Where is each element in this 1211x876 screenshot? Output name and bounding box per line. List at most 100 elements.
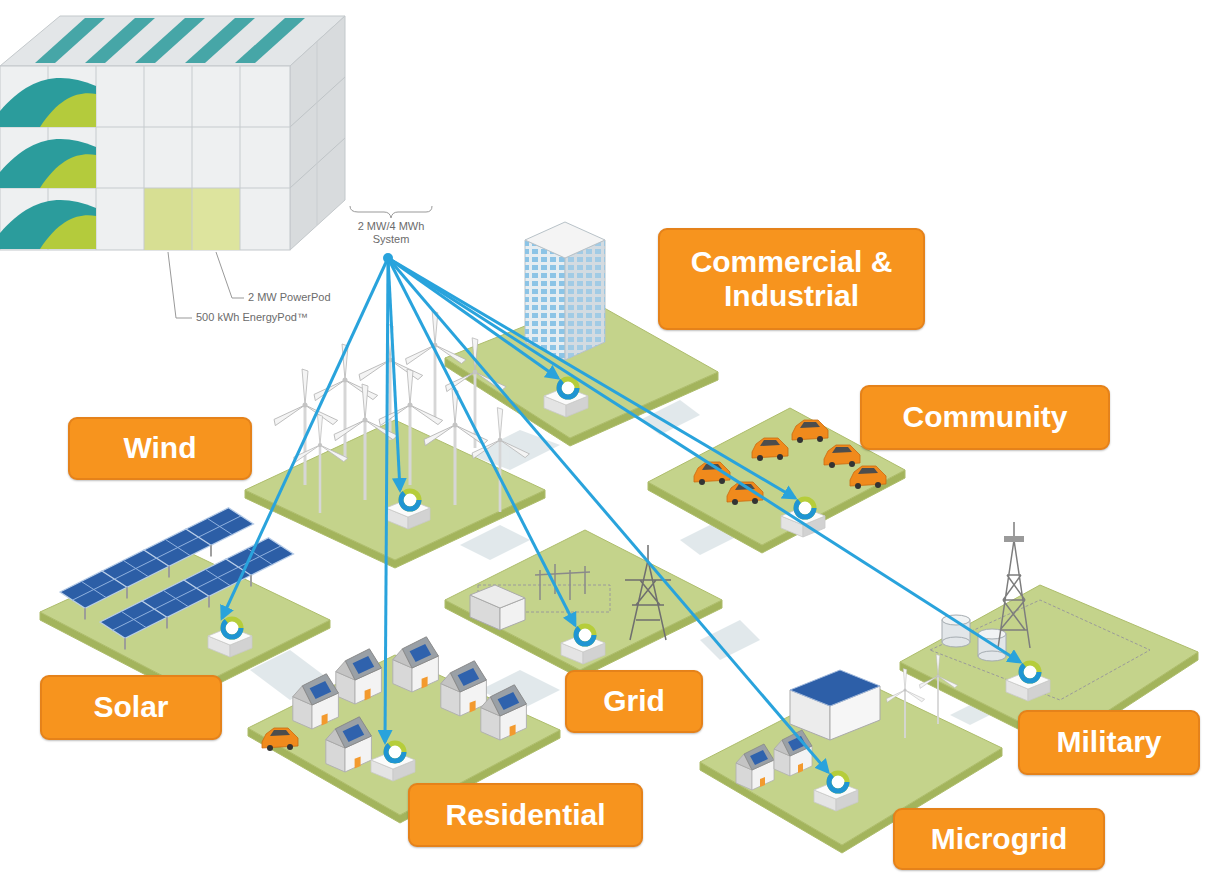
distribution-arrow [385,258,388,742]
office-building [565,240,605,360]
ground-path [700,620,760,660]
wind-farm [422,389,487,505]
substation [535,572,590,575]
sector-label-box: Wind [68,417,252,480]
part-label: 2 MW/4 MWh System [349,220,433,246]
microgrid-site [790,670,880,706]
container-stack [0,16,345,66]
solar-array [226,538,294,587]
container-stack [144,188,192,250]
container-stack [144,66,145,250]
battery-icons [1006,663,1050,701]
ground-tile [40,548,330,690]
military-base [998,522,1030,648]
substation [569,570,571,600]
houses [293,674,339,729]
substation [584,566,586,594]
container-swoosh [0,78,96,127]
military-base [978,651,1006,661]
houses [326,717,372,772]
substation [470,545,671,640]
sector-label: Community [903,400,1068,435]
solar-array [186,508,254,557]
substation [625,545,671,640]
military-base [942,637,970,647]
distribution-arrow [388,258,828,772]
sector-label-box: Military [1018,710,1200,775]
container-stack [235,18,305,63]
container-stack [0,66,290,250]
part-label: 500 kWh EnergyPod™ [196,311,308,324]
houses [262,728,298,751]
sector-label-box: Grid [565,670,703,733]
parking-cars [792,420,828,443]
container-stack [0,66,290,250]
container-swoosh [40,154,96,188]
microgrid-site [885,668,924,738]
sector-label: Microgrid [931,822,1068,857]
container-stack [317,41,318,225]
office-building [525,222,605,258]
office-building [525,222,605,360]
solar-array [60,508,294,650]
container-stack [0,16,345,250]
container-stack [240,66,241,250]
wind-farm [471,408,530,512]
houses [481,685,527,740]
sector-label: Residential [445,798,605,833]
sector-label: Commercial & Industrial [672,245,911,314]
houses [336,649,382,704]
battery-icons [781,499,825,537]
distribution-arrow [222,258,1020,772]
battery-icons [544,379,588,417]
sector-label-box: Residential [408,783,643,847]
container-swoosh [40,93,96,127]
battery-icons [561,626,605,664]
container-swoosh [0,78,96,249]
container-stack [192,188,240,250]
battery-icons [208,619,252,657]
houses [393,637,439,692]
office-building [565,240,605,360]
battery-icons [814,773,858,811]
container-swoosh [0,200,96,249]
container-stack [290,16,345,250]
microgrid-site [736,744,774,790]
substation [535,564,590,600]
parking-cars [694,420,886,505]
military-base [1004,536,1024,542]
military-base [930,522,1150,700]
sector-label: Grid [603,684,665,719]
battery-icons [386,491,430,529]
wind-farm [357,324,422,440]
leader-line [216,252,244,298]
sector-label: Wind [123,431,196,466]
parking-cars [824,445,860,468]
substation [470,585,525,608]
microgrid-site [918,654,957,724]
container-stack [35,18,305,63]
source-dot [383,253,393,263]
container-stack [192,66,193,250]
sector-label: Solar [93,690,168,725]
parking-cars [752,438,788,461]
sector-label-box: Solar [40,675,222,740]
parking-cars [850,466,886,489]
sector-label-box: Community [860,385,1110,450]
sector-label-box: Microgrid [893,808,1105,870]
microgrid-site [736,654,958,790]
military-base [930,600,1150,700]
container-swoosh [40,215,96,249]
microgrid-site [774,730,812,776]
wind-farm [292,414,348,513]
distribution-arrow [388,258,400,490]
sector-label: Military [1056,725,1161,760]
battery-icons [371,743,415,781]
part-label: 2 MW PowerPod [248,291,331,304]
leader-line [168,252,192,318]
sector-label-box: Commercial & Industrial [658,228,925,330]
system-bracket [350,206,432,218]
container-swoosh [0,139,96,188]
houses [441,661,487,716]
